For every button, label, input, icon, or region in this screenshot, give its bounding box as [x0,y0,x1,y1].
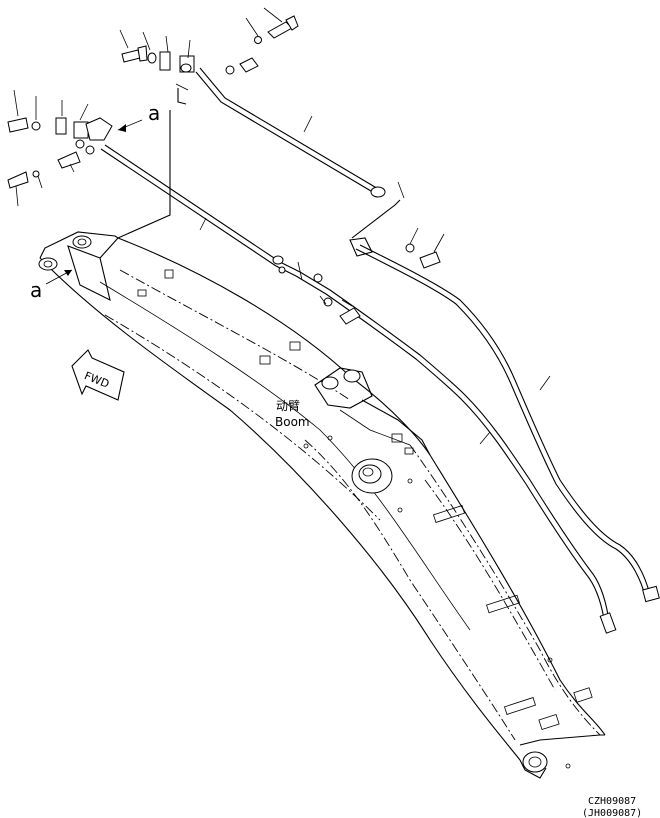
drawing-code-alt: (JH009087) [582,808,642,818]
bracket-outline [117,110,171,239]
ref-arrow-lower [45,269,73,285]
hardware-top-right [245,7,299,44]
boom-label-cn: 动臂 [276,399,300,413]
grease-pipe-long [100,144,617,634]
hardware-mid [199,115,361,325]
fwd-label: FWD [82,369,111,391]
drawing-code: CZH09087 [588,796,636,807]
hardware-right [397,181,551,445]
hardware-top-center [119,29,259,91]
grease-pipe-upper [195,67,386,198]
hardware-left [7,89,113,207]
ref-label-a-lower: a [30,278,42,302]
fwd-arrow-icon [71,349,125,401]
boom-structure [38,231,606,779]
ref-label-a-upper: a [148,101,160,125]
boom-label-en: Boom [275,415,310,429]
grease-pipe-right [349,237,660,603]
ref-arrow-upper [117,119,143,132]
